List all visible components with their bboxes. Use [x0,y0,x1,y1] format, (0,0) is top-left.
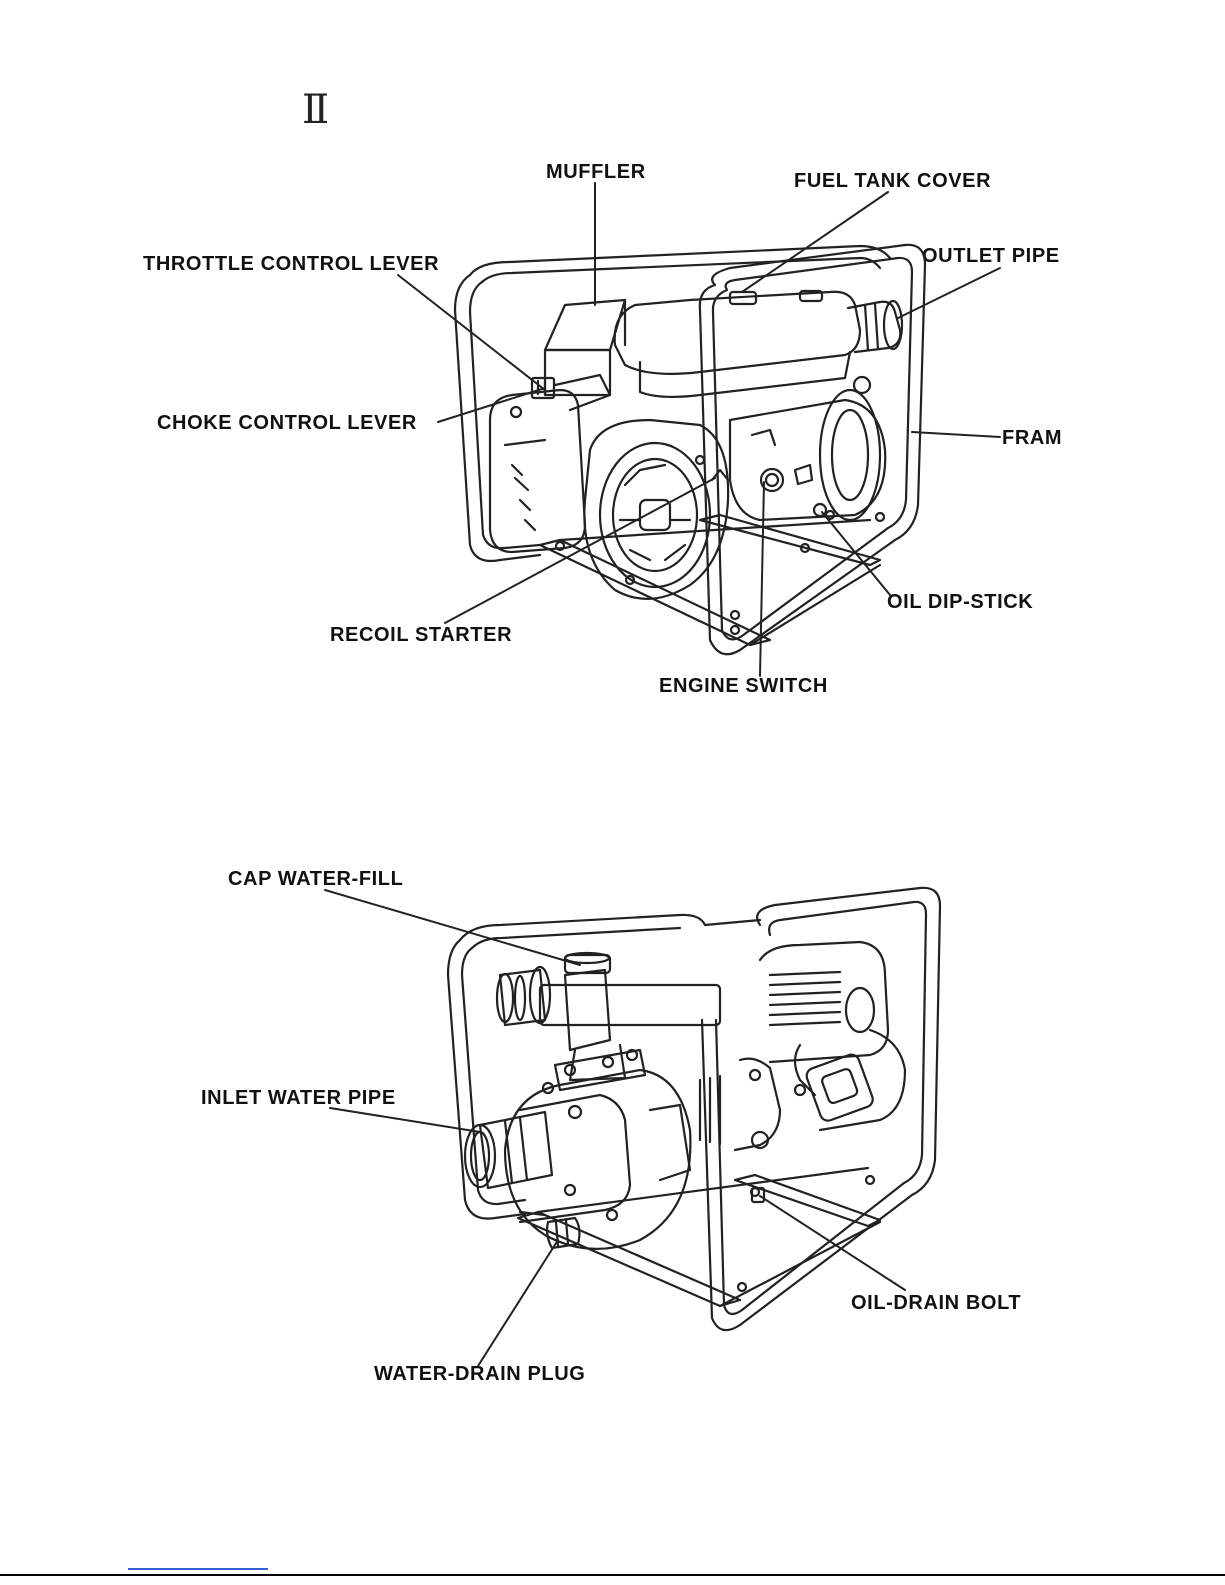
bottom-leader-lines [325,890,905,1366]
top-pump-drawing [455,245,925,654]
bottom-base-frame [518,1168,880,1306]
top-engine-pump [730,377,885,520]
top-muffler [545,300,625,395]
bottom-link-underline [128,1568,268,1570]
top-air-cleaner [490,390,585,552]
bottom-front-frame [702,888,940,1330]
bottom-engine [700,942,905,1150]
top-fuel-tank [615,291,860,397]
bottom-upper-pipe [497,953,720,1080]
bottom-rule [0,1574,1225,1576]
top-leader-lines [398,183,1000,676]
top-base-frame [540,513,884,645]
